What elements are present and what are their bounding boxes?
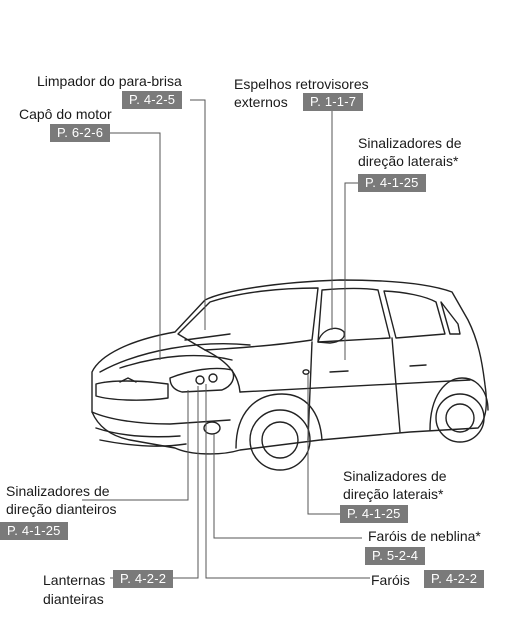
side-signal-lower-label-line2: direção laterais* bbox=[343, 486, 444, 502]
fog-lamps-page-badge[interactable]: P. 5-2-4 bbox=[365, 547, 426, 565]
front-signal-label-line2: direção dianteiros bbox=[6, 501, 117, 517]
side-signal-lower-page-badge[interactable]: P. 4-1-25 bbox=[340, 505, 408, 523]
leader-lines bbox=[82, 99, 370, 579]
hood-page-badge[interactable]: P. 6-2-6 bbox=[50, 124, 111, 142]
fog-lamps-label: Faróis de neblina* bbox=[368, 528, 481, 544]
hood-label: Capô do motor bbox=[19, 106, 112, 122]
car-illustration bbox=[91, 279, 489, 471]
front-lamps-label-line1: Lanternas bbox=[43, 572, 106, 588]
front-lamps-page-badge[interactable]: P. 4-2-2 bbox=[113, 570, 174, 588]
headlamps-page-badge[interactable]: P. 4-2-2 bbox=[424, 570, 485, 588]
side-signal-upper-page-badge[interactable]: P. 4-1-25 bbox=[358, 174, 426, 192]
front-signal-page-badge[interactable]: P. 4-1-25 bbox=[0, 522, 68, 540]
mirrors-label-line2: externos bbox=[234, 94, 288, 110]
headlamps-label: Faróis bbox=[371, 572, 410, 588]
wiper-label: Limpador do para-brisa bbox=[37, 73, 182, 89]
side-signal-upper-label-line2: direção laterais* bbox=[358, 153, 459, 169]
front-signal-label-line1: Sinalizadores de bbox=[6, 483, 110, 499]
side-signal-upper-label-line1: Sinalizadores de bbox=[358, 135, 462, 151]
front-lamps-label-line2: dianteiras bbox=[43, 591, 104, 607]
mirrors-page-badge[interactable]: P. 1-1-7 bbox=[303, 93, 364, 111]
side-signal-lower-label-line1: Sinalizadores de bbox=[343, 468, 447, 484]
wiper-page-badge[interactable]: P. 4-2-5 bbox=[122, 91, 183, 109]
mirrors-label-line1: Espelhos retrovisores bbox=[234, 76, 369, 92]
